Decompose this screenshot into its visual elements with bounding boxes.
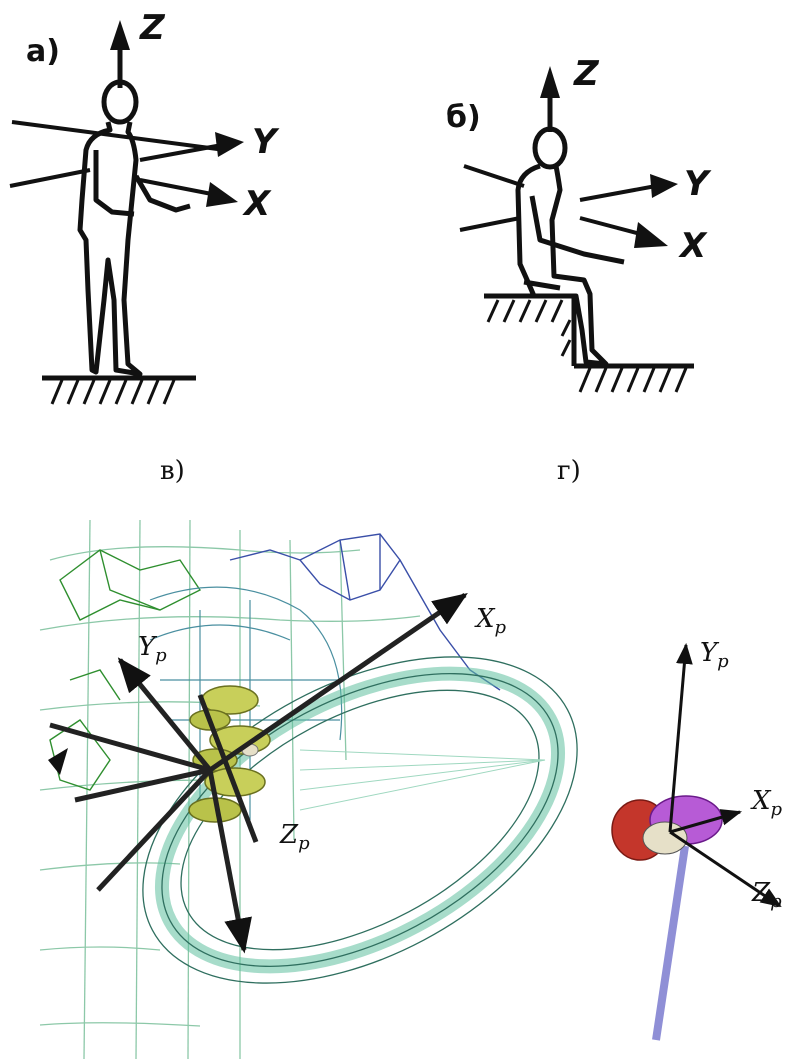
panel-a-y-label: Y bbox=[252, 122, 277, 162]
x-axis-line bbox=[10, 170, 90, 186]
y-axis-arrowhead bbox=[215, 132, 244, 157]
ground-hatching bbox=[52, 380, 174, 404]
panel-b-z-label: Z bbox=[574, 54, 599, 94]
y-axis-line bbox=[464, 166, 524, 186]
ring-fan-lines bbox=[300, 750, 545, 810]
ring-mesh bbox=[89, 590, 632, 1051]
right-yp-label: Yp bbox=[700, 638, 729, 672]
floor-hatching bbox=[580, 368, 686, 392]
right-axes bbox=[670, 645, 780, 906]
standing-body-outline bbox=[80, 82, 190, 374]
panel-a-label: а) bbox=[26, 34, 60, 69]
panel-b-seated: б) Z Y X bbox=[394, 0, 788, 420]
right-model bbox=[612, 796, 722, 1040]
y-axis-arrowhead bbox=[650, 174, 678, 198]
right-xp-label: Xp bbox=[752, 786, 782, 820]
y-axis-line bbox=[12, 122, 225, 150]
seat-hatching bbox=[488, 300, 570, 356]
panel-g-label: г) bbox=[557, 456, 581, 486]
left-zp-label: Zp bbox=[280, 820, 310, 854]
right-zp-label: Zp bbox=[752, 878, 782, 912]
wireframe-model-svg bbox=[0, 520, 788, 1059]
panel-a-x-label: X bbox=[244, 184, 270, 224]
panel-b-label: б) bbox=[446, 100, 481, 135]
panel-b-x-label: X bbox=[680, 226, 706, 266]
x-axis-arrowhead bbox=[206, 182, 238, 207]
x-axis-arrowhead bbox=[634, 222, 668, 248]
panel-a-standing: а) Z Y X bbox=[0, 0, 394, 420]
z-axis-arrowhead bbox=[540, 66, 560, 98]
limb-segment bbox=[656, 846, 685, 1040]
panel-b-y-label: Y bbox=[684, 164, 709, 204]
panel-a-z-label: Z bbox=[140, 8, 165, 48]
left-xp-label: Xp bbox=[476, 604, 506, 638]
z-axis-arrowhead bbox=[110, 20, 130, 50]
seated-body-outline bbox=[518, 129, 624, 364]
left-offscreen-arrowhead bbox=[48, 748, 68, 775]
panel-v-label: в) bbox=[160, 456, 185, 486]
model-render-area: Xp Yp Zp Yp Xp Zp bbox=[0, 520, 788, 1059]
left-yp-label: Yp bbox=[138, 632, 167, 666]
x-axis-line bbox=[460, 218, 520, 230]
